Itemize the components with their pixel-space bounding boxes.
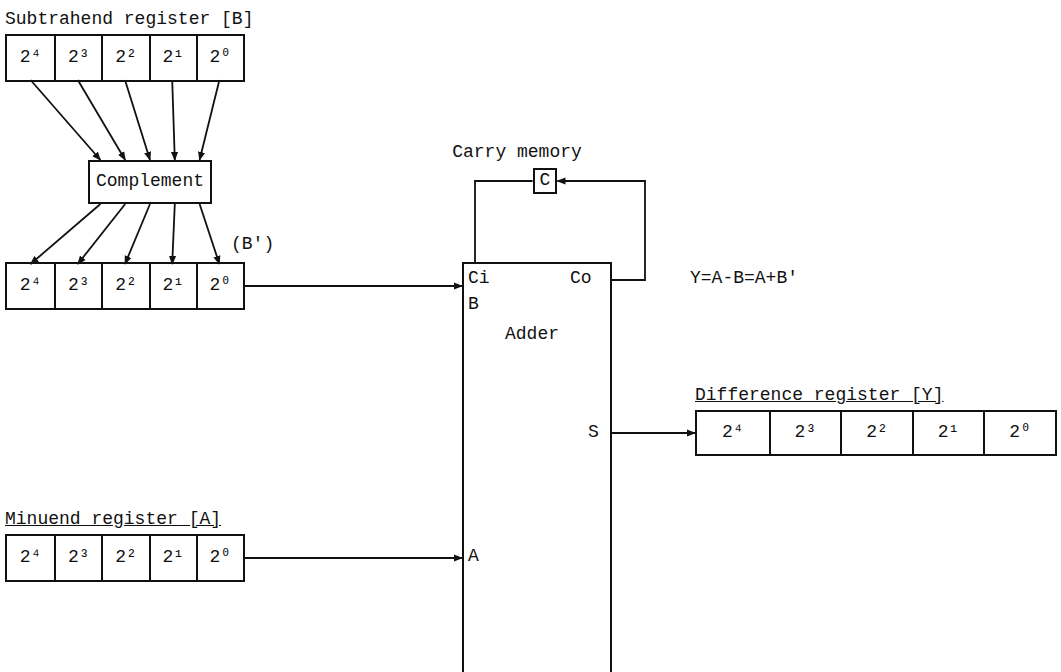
register-bit-cell: 2⁴ (7, 264, 54, 308)
register-bit-cell: 2³ (54, 36, 101, 80)
register-bit-cell: 2⁴ (697, 412, 769, 454)
bit-weight: 2⁰ (210, 547, 232, 569)
register-bit-cell: 2¹ (149, 36, 196, 80)
signal-arrow (172, 80, 175, 160)
signal-arrow (200, 80, 220, 160)
carry-memory-label: Carry memory (452, 142, 582, 164)
signal-arrow (172, 204, 175, 264)
adder-block: Adder (462, 262, 612, 672)
port-name: B (468, 294, 479, 314)
block-title: Complement (96, 171, 204, 193)
register-bit-cell: 2² (101, 36, 148, 80)
signal-arrow (612, 432, 695, 434)
signal-arrow (200, 204, 220, 264)
bit-weight: 2⁰ (210, 47, 232, 69)
bit-weight: 2³ (68, 547, 90, 569)
bit-weight: 2³ (68, 47, 90, 69)
bit-weight: 2² (115, 47, 137, 69)
text-holder: Complement (90, 162, 210, 202)
register-label: (B') (231, 234, 274, 256)
carry-bit: C (540, 170, 551, 192)
register-bit-cell: 2⁰ (196, 264, 243, 308)
register-bit-cell: 2⁴ (7, 36, 54, 80)
signal-arrow (125, 204, 150, 264)
register-bit-cell: 2² (101, 536, 148, 580)
block-title: Adder (505, 324, 559, 346)
register-bit-cell: 2⁰ (196, 36, 243, 80)
signal-arrow (125, 80, 150, 160)
register-bit-cell: 2³ (54, 536, 101, 580)
bit-weight: 2³ (795, 422, 817, 444)
register-bit-cell: 2¹ (149, 264, 196, 308)
register-bit-cell: 2² (101, 264, 148, 308)
carry-memory-box: Carry memoryC (533, 168, 558, 194)
register-box: Subtrahend register [B]2⁴2³2²2¹2⁰ (5, 34, 245, 82)
text-holder: C (535, 170, 556, 192)
bit-weight: 2³ (68, 275, 90, 297)
bit-weight: 2² (115, 547, 137, 569)
bit-weight: 2⁰ (1009, 422, 1031, 444)
bit-weight: 2¹ (162, 547, 184, 569)
signal-arrow (245, 557, 462, 559)
bit-weight: 2¹ (162, 275, 184, 297)
register-box: Minuend register [A]2⁴2³2²2¹2⁰ (5, 534, 245, 582)
port-name: Co (570, 268, 592, 288)
register-bit-cell: 2¹ (149, 536, 196, 580)
equation-note: Y=A-B=A+B' (690, 268, 798, 288)
bit-weight: 2² (866, 422, 888, 444)
bit-weight: 2⁰ (210, 275, 232, 297)
port-name: A (468, 546, 479, 566)
signal-arrow (31, 80, 101, 160)
signal-arrow (78, 204, 125, 264)
bit-weight: 2¹ (938, 422, 960, 444)
register-label: Minuend register [A] (5, 509, 221, 531)
signal-arrow (475, 181, 533, 262)
port-name: S (588, 422, 599, 442)
register-label: Subtrahend register [B] (5, 9, 253, 31)
port-name: Ci (468, 268, 490, 288)
signal-arrow (245, 285, 462, 287)
signal-arrow (31, 204, 101, 264)
register-box: Difference register [Y]2⁴2³2²2¹2⁰ (695, 410, 1057, 456)
register-label: Difference register [Y] (695, 385, 943, 407)
register-bit-cell: 2³ (769, 412, 841, 454)
bit-weight: 2⁴ (20, 275, 42, 297)
register-bit-cell: 2⁴ (7, 536, 54, 580)
register-bit-cell: 2¹ (912, 412, 984, 454)
signal-arrow (78, 80, 125, 160)
bit-weight: 2⁴ (722, 422, 744, 444)
register-bit-cell: 2² (840, 412, 912, 454)
bit-weight: 2⁴ (20, 47, 42, 69)
register-bit-cell: 2³ (54, 264, 101, 308)
bit-weight: 2² (115, 275, 137, 297)
register-bit-cell: 2⁰ (983, 412, 1055, 454)
complement-block: Complement (88, 160, 212, 204)
register-box: (B')2⁴2³2²2¹2⁰ (5, 262, 245, 310)
bit-weight: 2¹ (162, 47, 184, 69)
signal-arrow (557, 181, 645, 280)
bit-weight: 2⁴ (20, 547, 42, 569)
register-bit-cell: 2⁰ (196, 536, 243, 580)
